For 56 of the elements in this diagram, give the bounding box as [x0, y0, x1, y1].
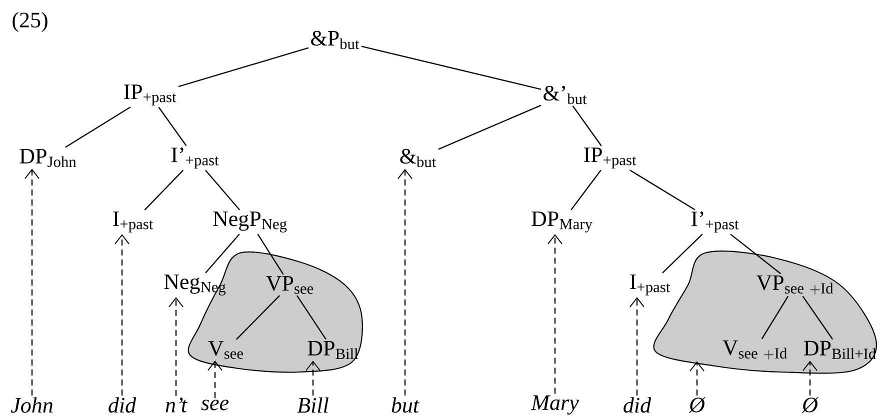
dashed-arrow [306, 360, 320, 396]
example-number: (25) [12, 12, 48, 32]
branch-line [570, 170, 602, 210]
branch-line [257, 234, 284, 275]
branch-line [158, 106, 187, 146]
branch-line [205, 234, 240, 274]
branch-line [236, 295, 280, 340]
word: Bill [297, 397, 328, 413]
dashed-arrow [548, 234, 562, 394]
word: Ø [802, 397, 819, 413]
word: see [201, 400, 229, 410]
tree-label: DP$_{Mary}$ [532, 212, 592, 232]
branch-line [761, 296, 789, 340]
dashed-arrow [630, 297, 644, 396]
tree-label: $\mathrm{V}_{\mathrm{see\ +Id}}$ [722, 340, 787, 360]
tree-label: DP$_{John}$ [20, 148, 76, 168]
word: did [624, 397, 652, 413]
branch-line [361, 46, 542, 90]
tree-label: V$_{see}$ [208, 341, 243, 359]
branch-line [730, 234, 782, 274]
tree-label: I’$_{+past}$ [171, 147, 219, 168]
tree-label: I$_{+past}$ [113, 212, 154, 232]
dashed-arrow [168, 297, 184, 396]
tree-label: NegP$_{Neg}$ [213, 212, 287, 232]
tree-label: $\mathrm{VP}_{\mathrm{see\ +Id}}$ [756, 275, 834, 295]
word: Mary [530, 395, 579, 415]
tree-label: I$_{+past}$ [630, 274, 670, 296]
branch-line [630, 170, 696, 210]
dashed-arrow [802, 360, 818, 396]
branch-line [802, 296, 834, 340]
tree-label: &$_{but}$ [400, 148, 436, 168]
tree-label: &P$_{but}$ [311, 30, 360, 50]
tree-label: IP$_{+past}$ [584, 148, 636, 168]
word: n’t [166, 398, 188, 412]
dashed-arrow [24, 168, 40, 396]
branch-line [296, 295, 326, 340]
tree-label: DP$_{Bill}$ [308, 341, 358, 359]
tree-label: I’$_{+past}$ [691, 211, 739, 232]
dashed-arrow [690, 361, 704, 396]
branch-line [572, 106, 602, 146]
word: did [108, 397, 136, 413]
branch-line [144, 170, 184, 210]
branch-line [65, 106, 131, 148]
branch-line [662, 234, 703, 274]
tree-label: IP$_{+past}$ [124, 84, 176, 106]
dashed-arrow [114, 234, 130, 396]
branch-line [205, 170, 240, 210]
word: John [10, 397, 52, 413]
tree-label: &’$_{but}$ [544, 86, 587, 104]
dashed-arrow [398, 168, 412, 396]
branch-line [438, 104, 542, 150]
tree-label: VP$_{see}$ [266, 276, 314, 294]
branch-line [178, 47, 309, 88]
dashed-arrow [208, 360, 222, 398]
word: but [392, 397, 420, 413]
word: Ø [688, 397, 706, 413]
